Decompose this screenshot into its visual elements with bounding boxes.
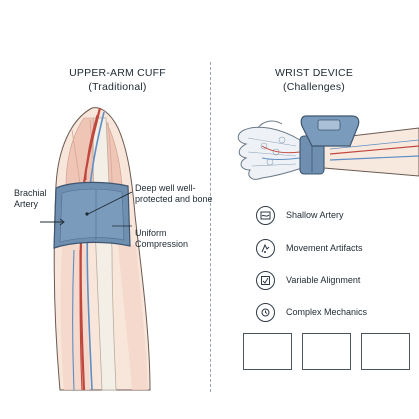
uniform-compression-label: Uniform Compression	[135, 228, 189, 249]
upper-arm-illustration	[40, 107, 151, 391]
challenge-label: Shallow Artery	[286, 210, 344, 220]
upper-arm-title-text: UPPER-ARM CUFF	[69, 67, 166, 79]
mechanics-icon	[256, 302, 275, 322]
wrist-title-text: WRIST DEVICE	[274, 67, 354, 79]
deep-pointer	[87, 191, 133, 215]
panel-divider	[210, 62, 211, 392]
challenge-label: Movement Artifacts	[286, 243, 363, 253]
upper-arm-subtitle: (Traditional)	[88, 81, 147, 93]
challenge-shallow-artery: Shallow Artery	[256, 203, 344, 227]
wrist-device-body	[300, 115, 360, 147]
challenge-movement-artifacts: Movement Artifacts	[256, 236, 363, 260]
artery-icon	[256, 205, 275, 225]
challenge-complex-mechanics: Complex Mechanics	[256, 300, 367, 324]
upper-arm-title: UPPER-ARM CUFF (Traditional)	[45, 66, 190, 94]
thumbnail-wrist-device	[361, 333, 410, 370]
challenge-label: Variable Alignment	[286, 275, 361, 285]
hand	[237, 126, 303, 180]
challenge-variable-alignment: Variable Alignment	[256, 268, 360, 292]
wrist-subtitle: (Challenges)	[283, 81, 345, 93]
alignment-icon	[256, 270, 275, 290]
deep-protected-label: Deep well well-protected and bone	[135, 183, 213, 204]
thumbnail-hand-1	[243, 333, 292, 370]
thumbnail-hand-2	[302, 333, 351, 370]
challenge-label: Complex Mechanics	[286, 307, 368, 317]
movement-icon	[256, 238, 275, 258]
wrist-title: WRIST DEVICE (Challenges)	[248, 66, 380, 94]
wrist-hand-illustration	[237, 115, 419, 180]
brachial-artery-label: Brachial Artery	[14, 188, 47, 209]
